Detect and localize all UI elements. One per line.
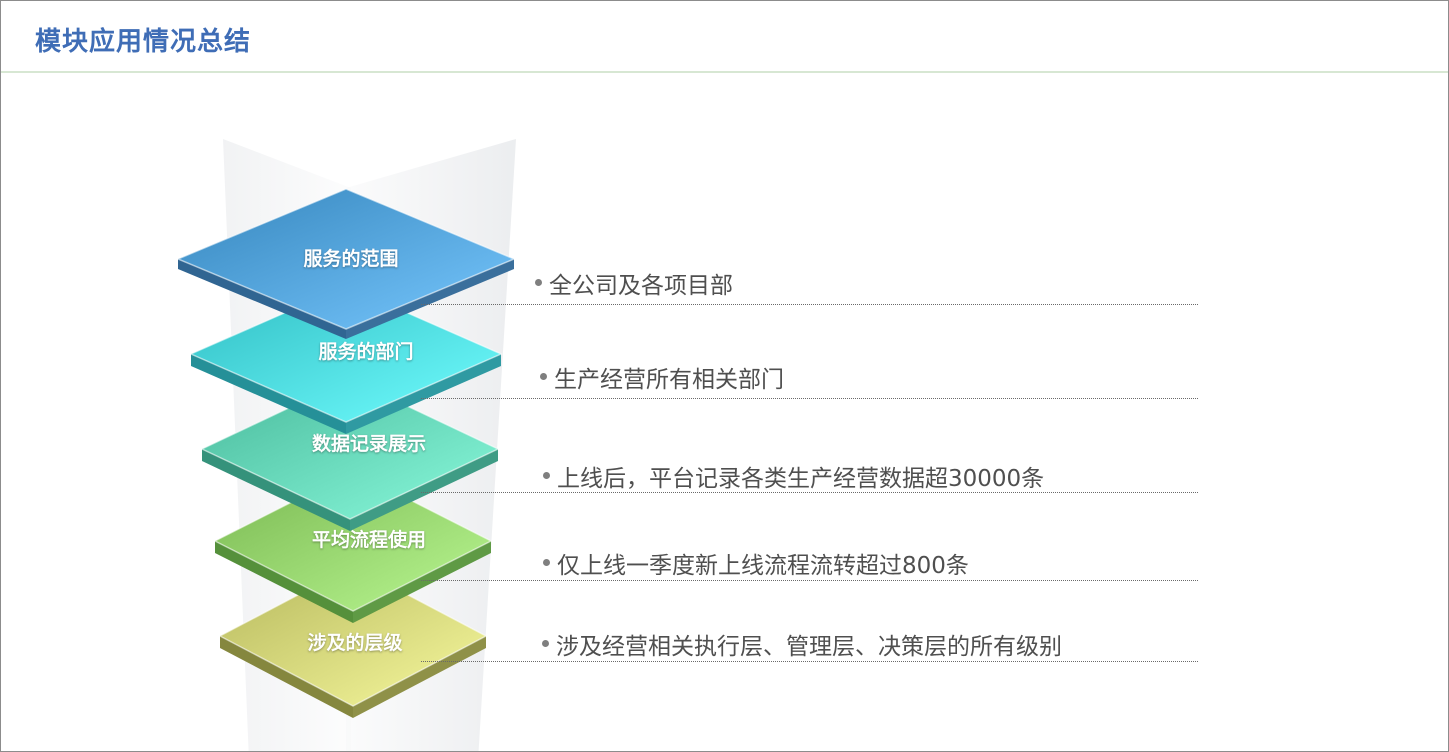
- bullet-dot: [543, 472, 550, 479]
- layer-side-left: [215, 541, 353, 623]
- list-item-text: 上线后，平台记录各类生产经营数据超30000条: [557, 466, 1045, 492]
- layer-data-records: [200, 378, 500, 531]
- layer-label-levels: 涉及的层级: [307, 632, 403, 654]
- layer-levels: [218, 565, 488, 718]
- divider-line: [421, 492, 1198, 493]
- list-item-text: 生产经营所有相关部门: [554, 367, 784, 393]
- divider-line: [421, 661, 1198, 662]
- layer-top-face: [213, 470, 493, 612]
- layer-departments: [189, 285, 503, 434]
- bullet-dot: [543, 559, 550, 566]
- layer-side-left: [202, 449, 350, 531]
- layer-top-face: [189, 285, 503, 423]
- list-item-text: 涉及经营相关执行层、管理层、决策层的所有级别: [556, 634, 1062, 660]
- bullet-dot: [542, 640, 549, 647]
- layer-side-left: [191, 354, 346, 434]
- layer-side-right: [350, 449, 498, 531]
- layer-side-left: [178, 259, 346, 339]
- layer-label-scope: 服务的范围: [303, 248, 399, 270]
- layer-side-right: [346, 354, 501, 434]
- layer-label-departments: 服务的部门: [318, 341, 414, 363]
- bullet-dot: [540, 373, 547, 380]
- divider-line: [421, 304, 1198, 305]
- page-title: 模块应用情况总结: [35, 27, 252, 57]
- layer-top-face: [176, 188, 516, 330]
- header-bar: 模块应用情况总结: [1, 1, 1448, 73]
- layer-side-right: [353, 541, 491, 623]
- list-item-text: 仅上线一季度新上线流程流转超过800条: [557, 553, 969, 579]
- layer-side-left: [220, 636, 353, 718]
- layer-top-face: [218, 565, 488, 707]
- divider-line: [421, 398, 1198, 399]
- layer-side-right: [346, 259, 514, 339]
- layer-top-face: [200, 378, 500, 520]
- layer-label-process-usage: 平均流程使用: [311, 529, 426, 551]
- list-item-text: 全公司及各项目部: [549, 273, 733, 299]
- layer-process-usage: [213, 470, 493, 623]
- layer-side-right: [353, 636, 486, 718]
- layer-label-data-records: 数据记录展示: [311, 433, 426, 455]
- bullet-dot: [535, 279, 542, 286]
- layer-scope: [176, 188, 516, 339]
- divider-line: [421, 580, 1198, 581]
